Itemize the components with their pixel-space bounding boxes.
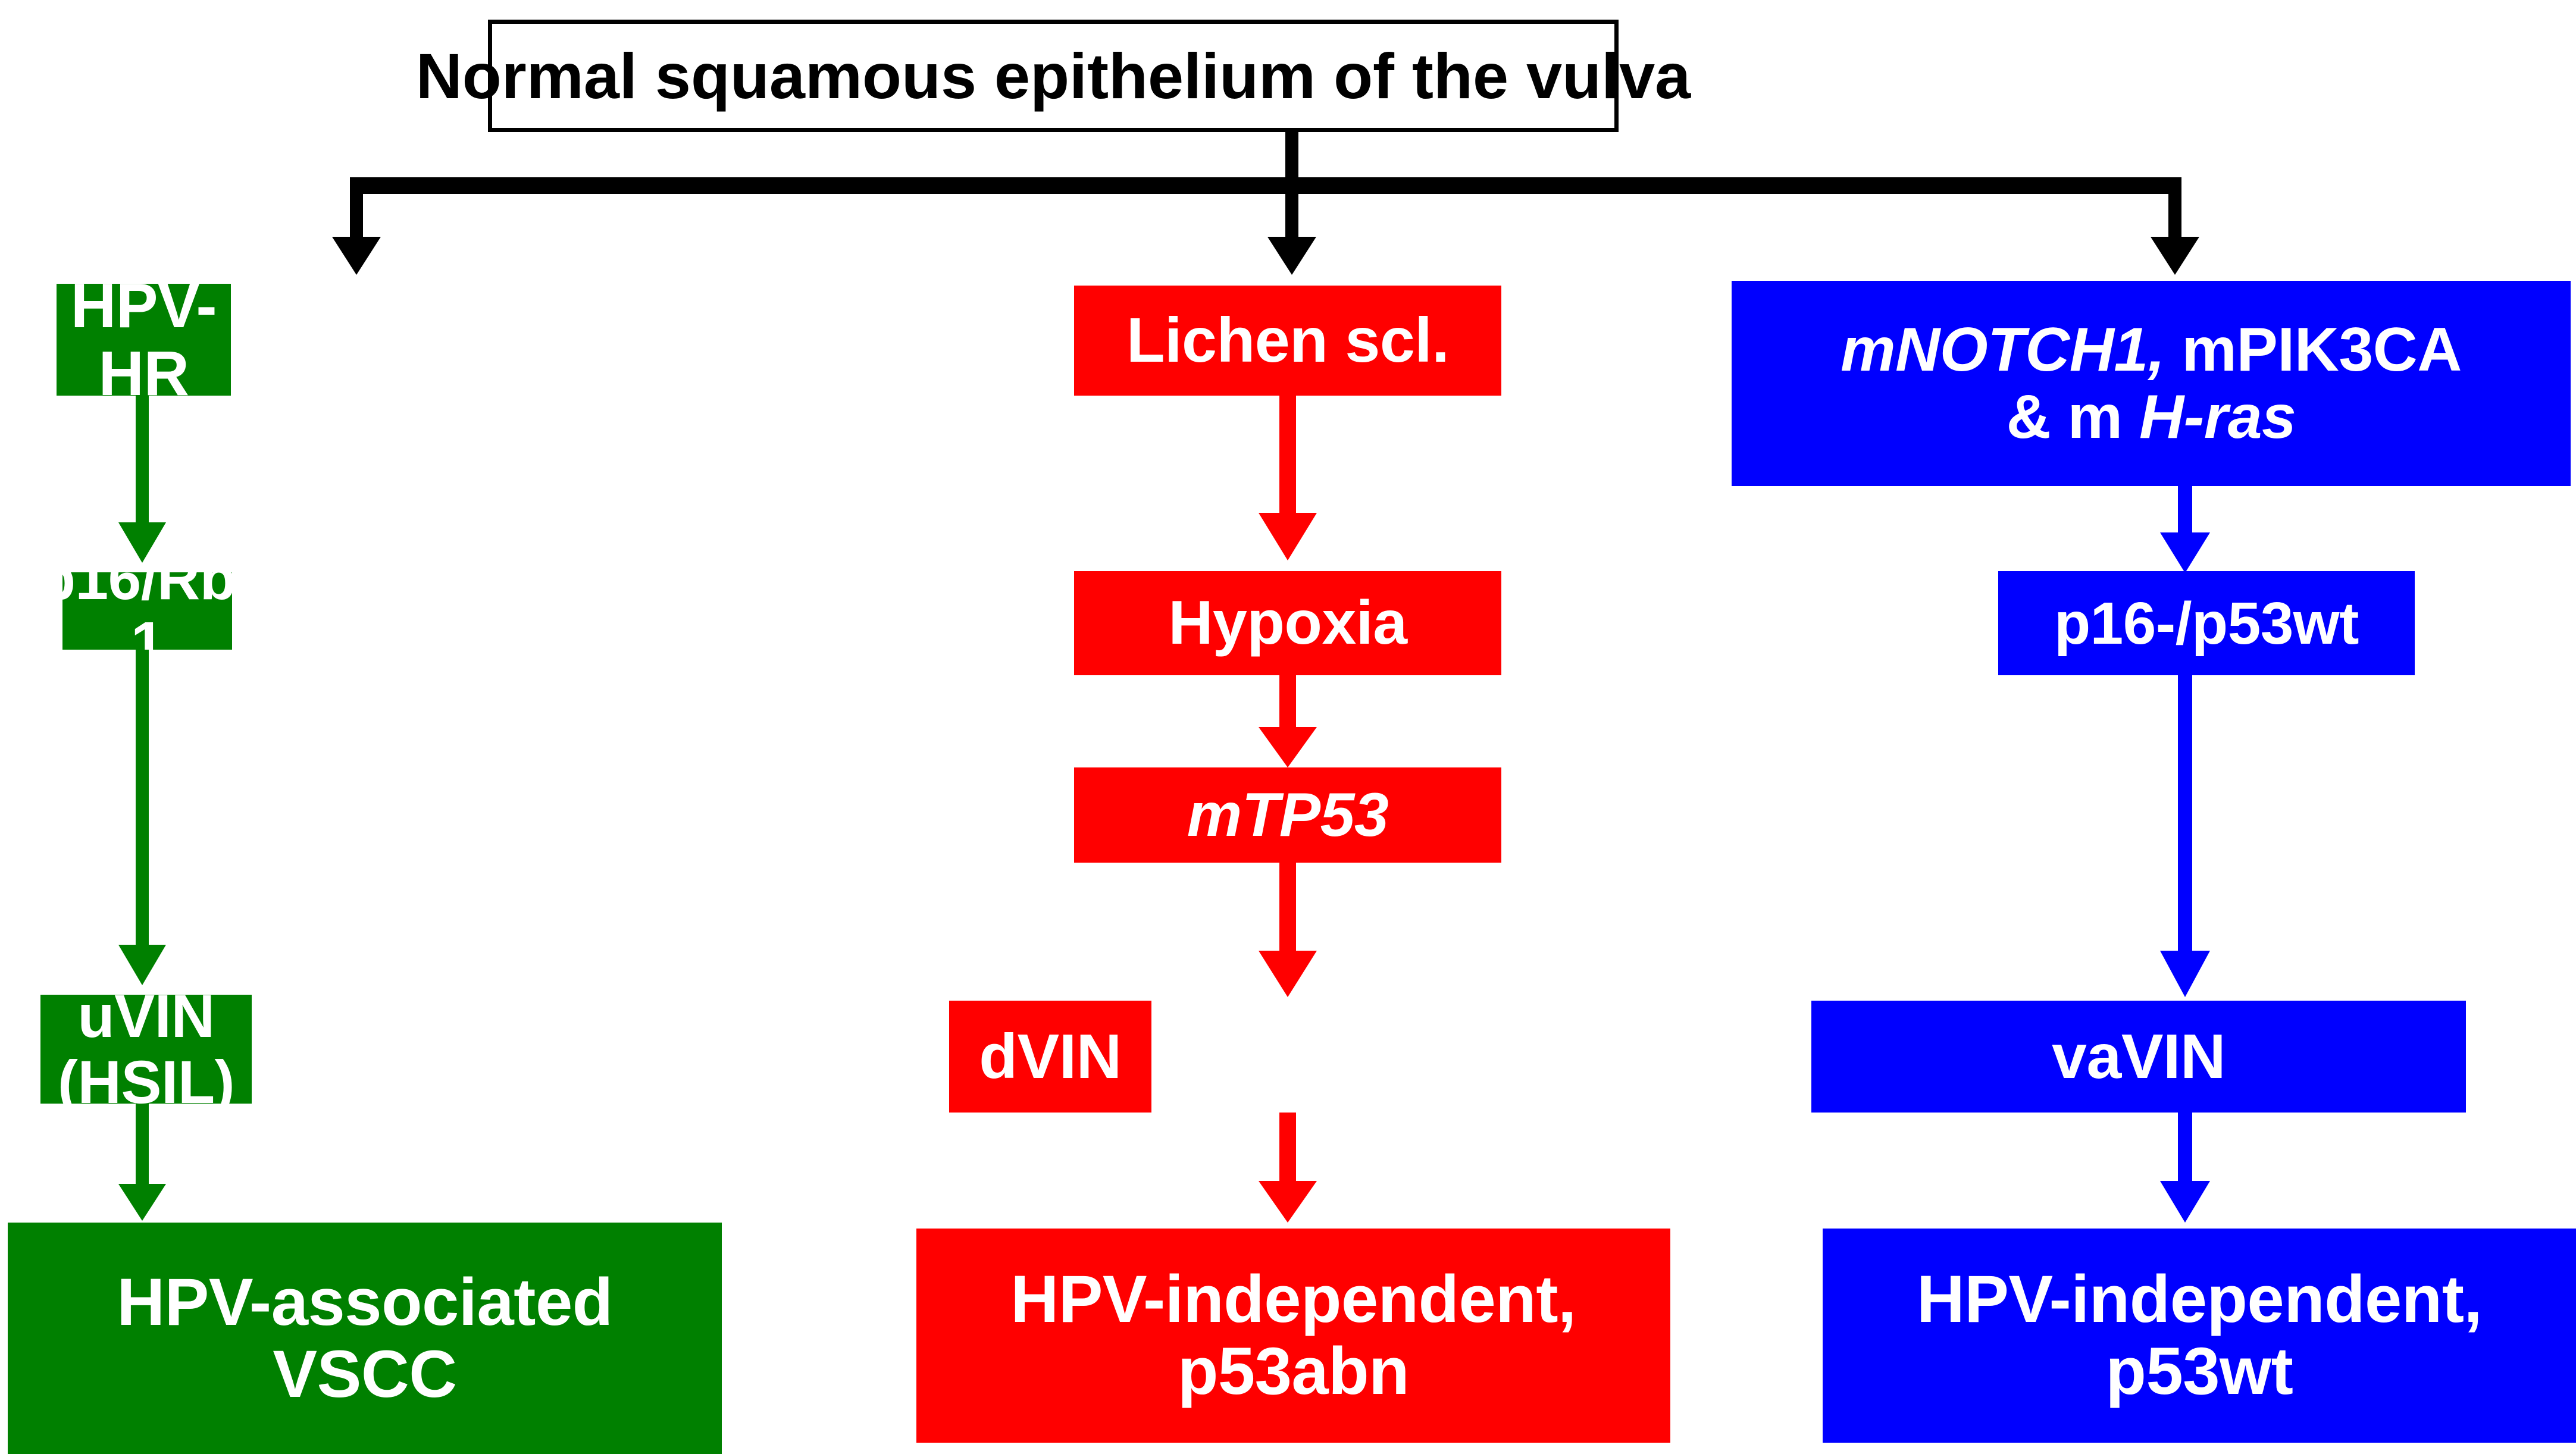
arrow-blue-2-head [2160,951,2210,997]
arrow-blue-3-head [2160,1181,2210,1223]
node-hpv-independent-p53wt-line2: p53wt [2105,1334,2293,1408]
node-hpv-independent-p53abn: HPV-independent, p53abn [916,1229,1670,1443]
node-mutations: mNOTCH1, mPIK3CA & m H-ras [1732,281,2571,486]
title-box-label: Normal squamous epithelium of the vulva [415,40,1691,112]
arrow-blue-1-stem [2178,486,2192,537]
node-p16-p53wt-label: p16-/p53wt [2054,590,2359,657]
node-hpv-independent-p53abn-line1: HPV-independent, [1010,1262,1576,1337]
node-mtp53: mTP53 [1074,767,1501,863]
arrow-red-2-stem [1279,675,1296,732]
arrow-red-3-stem [1279,863,1296,955]
branch-horizontal-bar [350,177,2181,194]
node-mutations-line1-regular: mPIK3CA [2165,315,2462,385]
node-hypoxia: Hypoxia [1074,571,1501,675]
node-mutations-line2-italic: H-ras [2139,382,2296,452]
arrow-blue-3-stem [2178,1113,2192,1184]
arrow-green-3-head [118,1184,166,1221]
branch-arrow-right-stem [2168,194,2181,240]
node-hpv-hr-label: HPV-HR [70,270,217,409]
node-p16-rb-1: p16/Rb-1 [39,547,256,675]
branch-arrow-right-head [2151,237,2199,275]
arrow-green-1-stem [136,396,149,525]
node-hpv-hr: HPV-HR [57,271,231,408]
arrow-red-1-stem [1279,396,1296,518]
arrow-red-4-stem [1279,1113,1296,1184]
title-box: Normal squamous epithelium of the vulva [416,20,1691,132]
arrow-green-2-stem [136,650,149,947]
node-hpv-independent-p53wt: HPV-independent, p53wt [1823,1229,2576,1443]
branch-arrow-left-head [332,237,381,275]
node-vavin-label: vaVIN [2051,1021,2226,1092]
branch-stem [1285,132,1298,184]
arrow-red-3-head [1259,951,1317,997]
node-hpv-independent-p53abn-line2: p53abn [1177,1334,1410,1408]
branch-arrow-left-stem [350,194,363,240]
branch-arrow-middle-stem [1285,194,1298,240]
node-mutations-line1: mNOTCH1, mPIK3CA [1841,317,2462,383]
node-p16-p53wt: p16-/p53wt [1998,571,2415,675]
branch-arrow-middle-head [1267,237,1316,275]
arrow-red-2-head [1259,727,1317,767]
node-mutations-line1-italic: mNOTCH1, [1841,315,2165,385]
node-uvin-hsil-label: uVIN (HSIL) [57,982,235,1116]
arrow-blue-2-stem [2178,675,2192,955]
node-lichen-scl-label: Lichen scl. [1126,305,1450,376]
arrow-green-2-head [118,945,166,985]
node-hpv-associated-vscc: HPV-associated VSCC [8,1223,722,1454]
node-lichen-scl: Lichen scl. [1074,286,1501,396]
arrow-red-4-head [1259,1181,1317,1223]
node-hpv-associated-vscc-line2: VSCC [273,1336,457,1411]
node-dvin-label: dVIN [979,1021,1122,1092]
node-mtp53-label: mTP53 [1187,780,1389,850]
node-uvin-hsil: uVIN (HSIL) [40,983,252,1115]
node-hpv-independent-p53wt-line1: HPV-independent, [1916,1262,2483,1337]
node-vavin: vaVIN [1811,1001,2466,1113]
node-mutations-line2-regular: & m [2006,382,2139,452]
node-mutations-line2: & m H-ras [2006,382,2296,452]
node-hpv-associated-vscc-line1: HPV-associated [117,1264,613,1339]
node-p16-rb-1-label: p16/Rb-1 [39,546,256,676]
arrow-red-1-head [1259,513,1317,560]
arrow-blue-1-head [2160,532,2210,573]
arrow-green-1-head [118,522,166,563]
node-dvin: dVIN [949,1001,1151,1113]
arrow-green-3-stem [136,1104,149,1187]
node-hypoxia-label: Hypoxia [1168,588,1407,658]
